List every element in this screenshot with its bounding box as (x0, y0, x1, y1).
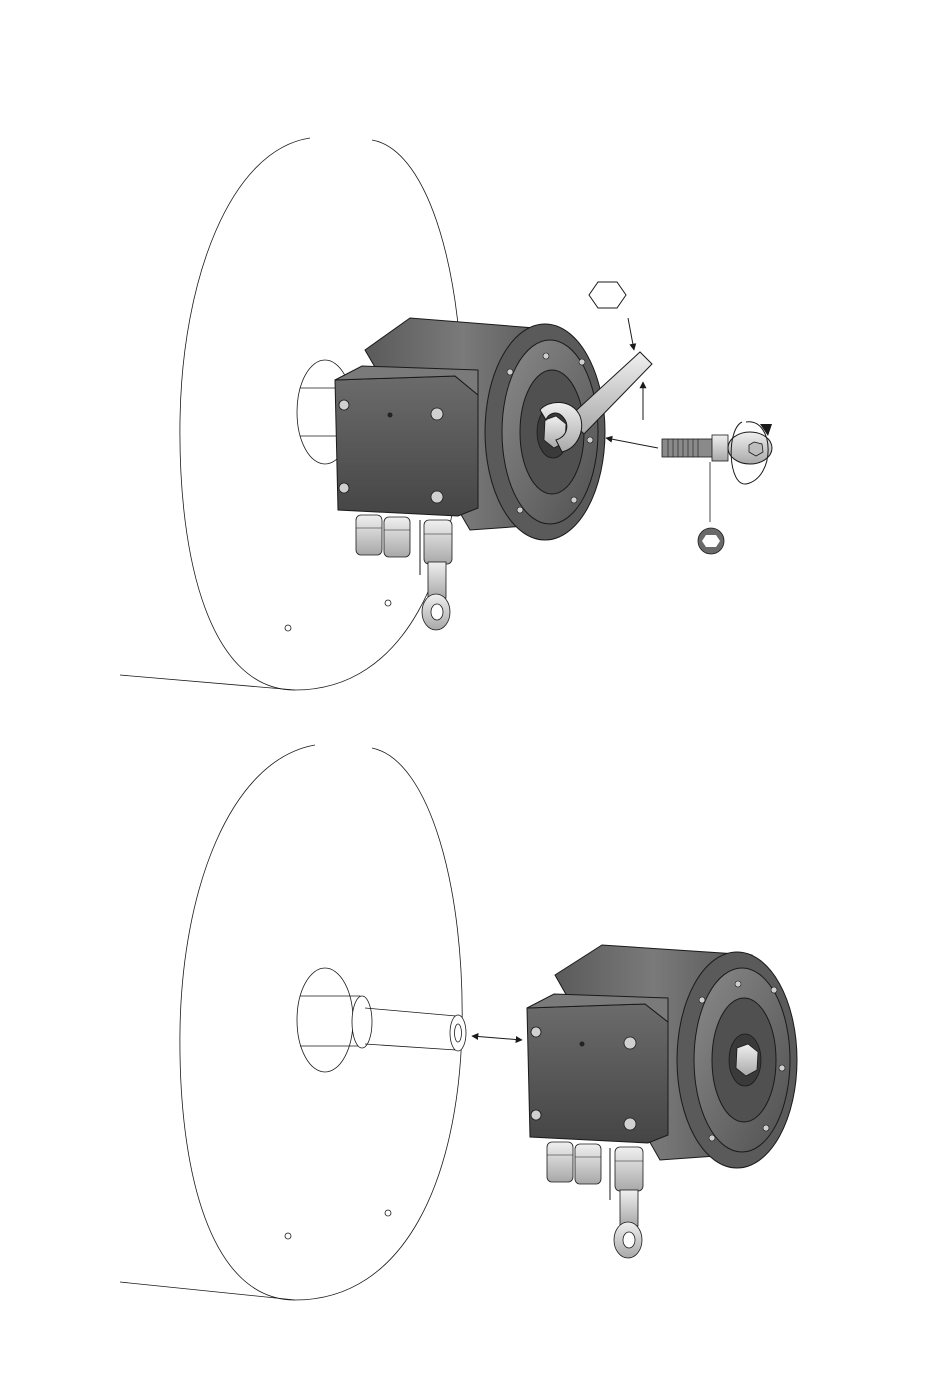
mounting-hole (285, 1233, 291, 1239)
double-arrow-icon (472, 1036, 522, 1040)
terminal-box (335, 376, 478, 516)
encoder-upper (335, 318, 605, 630)
encoder-lower (527, 945, 797, 1258)
drive-shaft (297, 968, 466, 1072)
cable-glands (547, 1142, 643, 1191)
mounting-hole (385, 600, 391, 606)
wrench-arrow-down (628, 318, 634, 350)
mounting-hole (385, 1210, 391, 1216)
insert-arrow (606, 438, 658, 448)
cable-glands (356, 515, 452, 564)
motor-housing-lower (120, 745, 462, 1300)
hex-nut-icon (589, 282, 626, 308)
terminal-box (527, 1004, 668, 1143)
upper-view (120, 138, 772, 690)
mounting-hole (285, 625, 291, 631)
lower-view (120, 745, 797, 1300)
hex-socket-icon (698, 528, 724, 554)
mounting-screw (662, 432, 772, 464)
